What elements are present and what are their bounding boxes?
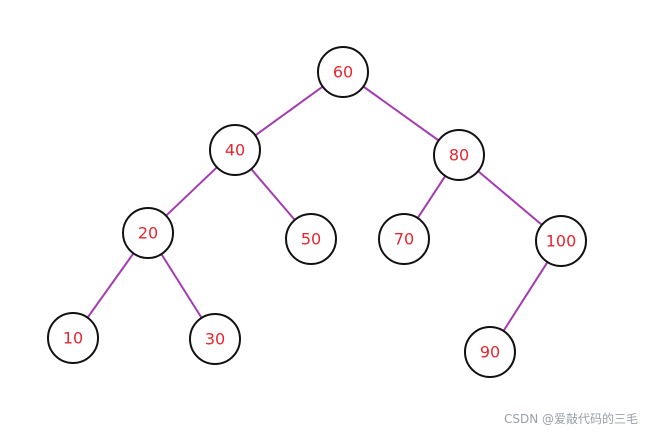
watermark: CSDN @爱敲代码的三毛 <box>503 412 638 426</box>
node-circle <box>189 313 241 365</box>
tree-node-100: 100 <box>535 215 587 267</box>
edge-40-50 <box>250 168 296 221</box>
tree-node-30: 30 <box>189 313 241 365</box>
node-label: 20 <box>138 224 158 243</box>
node-circle <box>464 326 516 378</box>
node-label: 60 <box>333 63 353 82</box>
tree-node-70: 70 <box>378 213 430 265</box>
edge-60-40 <box>254 85 324 137</box>
node-label: 90 <box>480 343 500 362</box>
node-circle <box>317 46 369 98</box>
node-circle <box>47 312 99 364</box>
tree-node-20: 20 <box>122 207 174 259</box>
node-circle <box>535 215 587 267</box>
node-circle <box>433 129 485 181</box>
tree-node-50: 50 <box>285 213 337 265</box>
tree-node-60: 60 <box>317 46 369 98</box>
edge-80-70 <box>416 175 447 219</box>
node-label: 70 <box>394 230 414 249</box>
tree-node-40: 40 <box>209 124 261 176</box>
tree-node-90: 90 <box>464 326 516 378</box>
node-label: 30 <box>205 330 225 349</box>
node-circle <box>209 124 261 176</box>
edge-20-30 <box>160 253 203 319</box>
node-circle <box>285 213 337 265</box>
node-label: 10 <box>63 329 83 348</box>
node-label: 40 <box>225 141 245 160</box>
node-label: 100 <box>546 232 577 251</box>
edge-100-90 <box>502 261 549 332</box>
edge-40-20 <box>165 166 218 217</box>
nodes-layer: 60 40 80 20 50 70 100 10 30 90 <box>47 46 587 378</box>
edge-20-10 <box>86 252 135 319</box>
node-label: 80 <box>449 146 469 165</box>
node-label: 50 <box>301 230 321 249</box>
edge-80-100 <box>477 170 543 226</box>
tree-node-80: 80 <box>433 129 485 181</box>
node-circle <box>378 213 430 265</box>
node-circle <box>122 207 174 259</box>
edge-60-80 <box>362 85 440 142</box>
edges-layer <box>86 85 549 332</box>
tree-node-10: 10 <box>47 312 99 364</box>
